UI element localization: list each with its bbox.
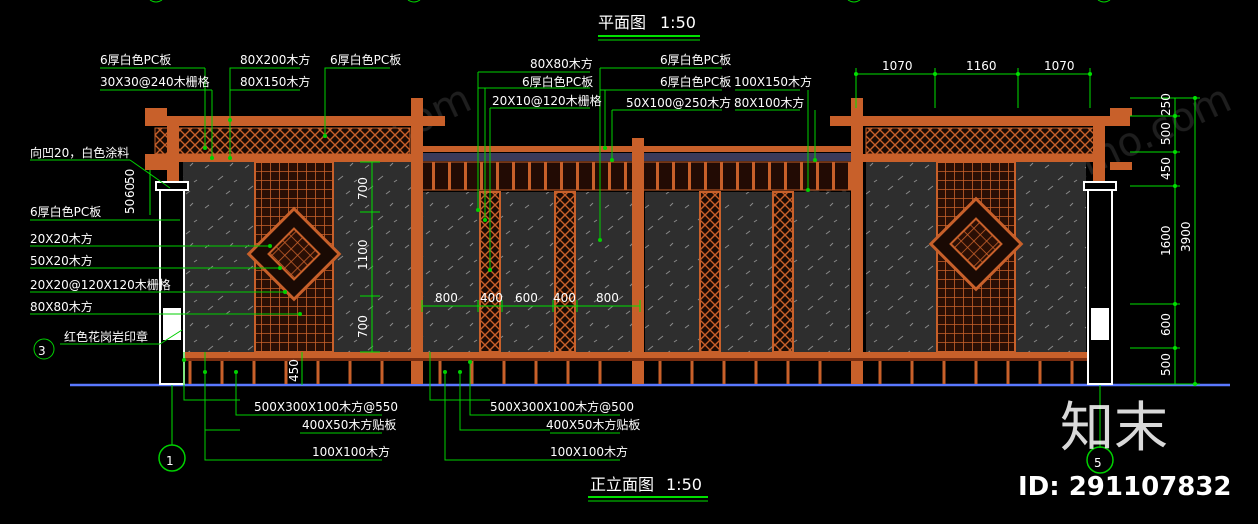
brand-watermark: 知末 ID: 291107832 (1018, 396, 1232, 502)
label-left-2: 向凹20，白色涂料 (30, 145, 129, 160)
label-topmid-0: 80X200木方 (240, 52, 310, 67)
material-labels: 6厚白色PC板 30X30@240木栅格 向凹20，白色涂料 6厚白色PC板 2… (30, 52, 812, 459)
post-left-inner (411, 98, 423, 384)
left-lower-beam (145, 154, 415, 162)
label-center-5: 50X100@250木方 (626, 95, 731, 110)
post-dim-50b: 50 (123, 169, 137, 184)
label-left-7: 80X80木方 (30, 299, 93, 314)
right-top-beam (830, 116, 1130, 126)
elevation-title-text: 正立面图 (590, 475, 654, 494)
dimension-texts: 1070 1160 1070 250 500 450 1600 600 500 … (123, 59, 1193, 382)
dim-right-1600: 1600 (1159, 225, 1173, 256)
dim-total: 3900 (1179, 221, 1193, 252)
right-lower-beam (852, 154, 1102, 162)
label-center-3: 6厚白色PC板 (660, 52, 731, 67)
dim-left-700b: 700 (356, 315, 370, 338)
plan-title-scale: 1:50 (660, 13, 696, 32)
dim-right-500b: 500 (1159, 353, 1173, 376)
plan-title-text: 平面图 (598, 13, 646, 32)
center-right-infill (645, 192, 850, 352)
label-bottom-3: 500X300X100木方@500 (490, 399, 634, 414)
left-seal-plate (163, 308, 181, 340)
pavilion-structure (145, 98, 1132, 385)
elevation-title-scale: 1:50 (666, 475, 702, 494)
dim-top-1: 1070 (882, 59, 913, 73)
label-center-1: 6厚白色PC板 (522, 74, 593, 89)
left-roof-lattice (154, 127, 411, 155)
dimension-ticks (854, 72, 1197, 386)
right-roof-lattice (865, 127, 1097, 155)
label-left-1: 30X30@240木栅格 (100, 74, 210, 89)
right-end-column (1087, 187, 1113, 385)
label-center-0: 80X80木方 (530, 56, 593, 71)
label-bottom-4: 400X50木方贴板 (546, 417, 640, 432)
label-bottom-5: 100X100木方 (550, 444, 628, 459)
dim-mid-800a: 800 (435, 291, 458, 305)
label-bottom-1: 400X50木方贴板 (302, 417, 396, 432)
brand-logo-text: 知末 (1060, 396, 1168, 459)
label-left-5: 50X20木方 (30, 253, 93, 268)
center-lattice-4 (772, 191, 794, 353)
label-left-3: 6厚白色PC板 (30, 204, 101, 219)
axis-marker-5: 5 (1094, 456, 1102, 470)
label-bottom-2: 100X100木方 (312, 444, 390, 459)
elevation-title: 正立面图 1:50 (588, 475, 708, 502)
center-lattice-2 (554, 191, 576, 353)
right-seal-plate (1091, 308, 1109, 340)
label-topmid-2: 6厚白色PC板 (330, 52, 401, 67)
label-left-4: 20X20木方 (30, 231, 93, 246)
label-left-0: 6厚白色PC板 (100, 52, 171, 67)
axis-markers: 1 5 (158, 444, 1114, 474)
dim-mid-800b: 800 (596, 291, 619, 305)
dimension-lines (149, 68, 1200, 448)
dim-right-250: 250 (1159, 93, 1173, 116)
label-center-4: 6厚白色PC板 (660, 74, 731, 89)
label-center-2: 20X10@120木栅格 (492, 93, 602, 108)
center-lattice-3 (699, 191, 721, 353)
label-bottom-0: 500X300X100木方@550 (254, 399, 398, 414)
label-center-6: 100X150木方 (734, 74, 812, 89)
post-right-inner (851, 98, 863, 384)
dim-left-700a: 700 (356, 177, 370, 200)
dim-right-450: 450 (1159, 157, 1173, 180)
dim-450: 450 (287, 359, 301, 382)
dim-right-600: 600 (1159, 313, 1173, 336)
post-dim-60: 60 (123, 183, 137, 198)
bench-beam (160, 352, 1095, 358)
left-end-column (159, 187, 185, 385)
plan-title: 平面图 1:50 (598, 13, 700, 41)
dim-left-1100: 1100 (356, 239, 370, 270)
dim-top-2: 1160 (966, 59, 997, 73)
label-topmid-1: 80X150木方 (240, 74, 310, 89)
base-legs (188, 361, 1074, 384)
side-tag-text: 3 (38, 344, 46, 358)
brand-id-text: ID: 291107832 (1018, 472, 1232, 502)
label-center-7: 80X100木方 (734, 95, 804, 110)
left-top-beam (145, 116, 445, 126)
dim-top-3: 1070 (1044, 59, 1075, 73)
dim-right-500: 500 (1159, 122, 1173, 145)
dim-mid-400a: 400 (480, 291, 503, 305)
axis-marker-1: 1 (166, 454, 174, 468)
label-left-6: 20X20@120X120木栅格 (30, 277, 171, 292)
top-edge-marks (149, 0, 1111, 3)
center-left-infill (422, 192, 640, 352)
dim-mid-600: 600 (515, 291, 538, 305)
leader-lines (30, 67, 817, 461)
side-tag: 3 (33, 338, 55, 360)
dim-mid-400b: 400 (553, 291, 576, 305)
label-left-8: 红色花岗岩印章 (64, 329, 148, 344)
post-dim-50a: 50 (123, 199, 137, 214)
post-center (632, 138, 644, 384)
